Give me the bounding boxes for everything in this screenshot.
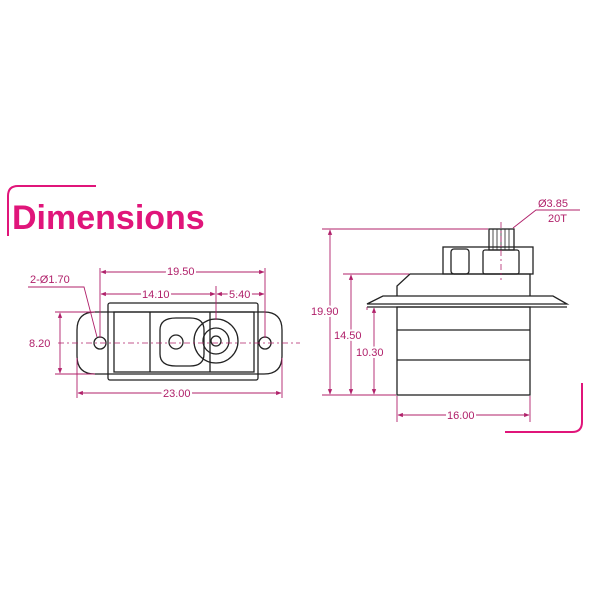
top-view-output-shaft	[210, 335, 222, 347]
top-view-idler-gear	[159, 317, 205, 367]
overall-length-label: 23.00	[163, 388, 191, 400]
top-view-output-gear	[193, 318, 239, 364]
side-view-flange	[366, 295, 570, 305]
total-height-label: 19.90	[311, 306, 339, 318]
top-view-mounting-tab	[76, 311, 283, 375]
side-view-main-case	[396, 306, 531, 396]
spline-teeth-label: 20T	[548, 213, 567, 225]
side-view-idler-boss	[450, 248, 470, 275]
case-height-label: 10.30	[356, 347, 384, 359]
top-view	[58, 302, 300, 381]
top-view-case	[107, 302, 259, 381]
top-view-dimensions	[28, 268, 283, 398]
page-title: Dimensions	[12, 199, 205, 237]
side-view-labels: Ø3.85 20T 19.90 14.50 10.30 16.00	[309, 198, 568, 424]
shaft-offset-label: 5.40	[229, 289, 250, 301]
hole-spacing-label: 19.50	[167, 266, 195, 278]
spline-callout-leader	[512, 209, 580, 229]
hole-callout-leader	[28, 286, 98, 338]
tab-height-label: 8.20	[29, 338, 50, 350]
top-view-labels: 2-Ø1.70 19.50 14.10 5.40 8.20 23.00	[29, 264, 252, 402]
side-view	[366, 222, 570, 396]
hole-to-shaft-label: 14.10	[142, 289, 170, 301]
side-view-upper-case	[396, 273, 531, 296]
top-view-case-inner	[113, 311, 255, 373]
case-width-label: 16.00	[447, 410, 475, 422]
frame-corner-bottom-right	[505, 383, 583, 433]
top-view-idler-pin	[168, 334, 184, 350]
hole-callout-label: 2-Ø1.70	[30, 274, 70, 286]
frame-corner-top-left	[7, 185, 96, 236]
top-view-output-ring	[202, 327, 230, 355]
spline-diameter-label: Ø3.85	[538, 198, 568, 210]
side-view-output-spline	[488, 228, 515, 251]
flange-height-label: 14.50	[334, 330, 362, 342]
side-view-dimensions	[322, 209, 580, 422]
